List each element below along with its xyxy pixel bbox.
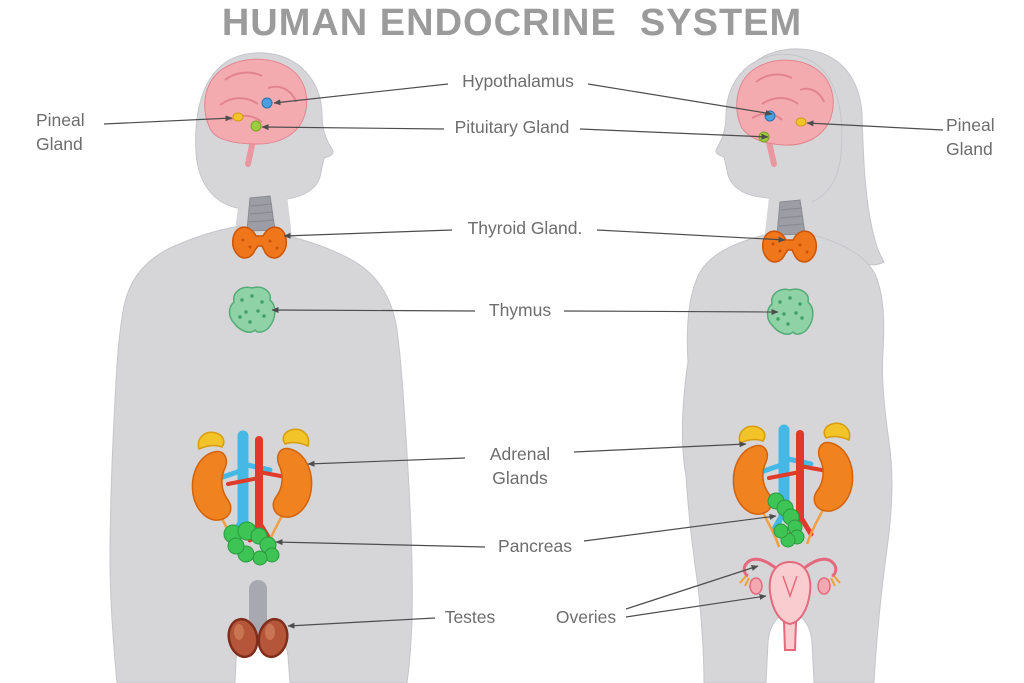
female-pancreas-icon bbox=[767, 492, 805, 548]
page-title: HUMAN ENDOCRINE SYSTEM bbox=[221, 2, 803, 44]
line-ovaries-b bbox=[625, 593, 767, 618]
line-thyroid-right bbox=[596, 229, 786, 243]
line-adrenal-right bbox=[573, 441, 747, 453]
male-pituitary-gland-icon bbox=[250, 120, 262, 132]
label-pancreas: Pancreas bbox=[498, 536, 572, 556]
line-thymus-left bbox=[271, 307, 476, 314]
male-testes-icon bbox=[227, 580, 289, 659]
line-pituitary-left bbox=[261, 124, 445, 131]
line-pineal-right bbox=[806, 120, 944, 131]
line-pancreas-left bbox=[275, 539, 486, 548]
line-pancreas-right bbox=[583, 513, 777, 542]
label-ovaries: Overies bbox=[555, 607, 617, 627]
connector-lines bbox=[103, 83, 944, 629]
label-pineal-gland-left: Pineal Gland bbox=[36, 110, 85, 154]
label-pineal-gland-right: Pineal Gland bbox=[946, 115, 995, 159]
label-testes: Testes bbox=[444, 607, 496, 627]
line-thymus-right bbox=[563, 308, 779, 315]
male-pineal-gland-icon bbox=[232, 112, 244, 122]
male-brain-icon bbox=[204, 58, 308, 167]
line-hypothalamus-right bbox=[587, 83, 773, 116]
line-thyroid-left bbox=[283, 229, 453, 239]
label-adrenal-glands: Adrenal Glands bbox=[489, 444, 551, 488]
line-ovaries-a bbox=[625, 565, 759, 610]
label-thyroid-gland: Thyroid Gland. bbox=[467, 218, 583, 238]
male-hypothalamus-icon bbox=[261, 97, 273, 109]
male-pancreas-icon bbox=[223, 521, 280, 566]
male-thymus bbox=[228, 286, 276, 333]
label-thymus: Thymus bbox=[488, 300, 552, 320]
line-adrenal-left bbox=[307, 457, 466, 467]
label-hypothalamus: Hypothalamus bbox=[462, 71, 574, 91]
label-pituitary-gland: Pituitary Gland bbox=[454, 117, 570, 137]
line-pituitary-right bbox=[579, 128, 769, 140]
female-pineal-gland-icon bbox=[795, 117, 807, 127]
line-testes bbox=[287, 617, 436, 629]
female-uterus-ovaries-icon bbox=[739, 557, 841, 651]
line-pineal-left bbox=[103, 115, 233, 125]
line-hypothalamus-left bbox=[273, 83, 449, 106]
